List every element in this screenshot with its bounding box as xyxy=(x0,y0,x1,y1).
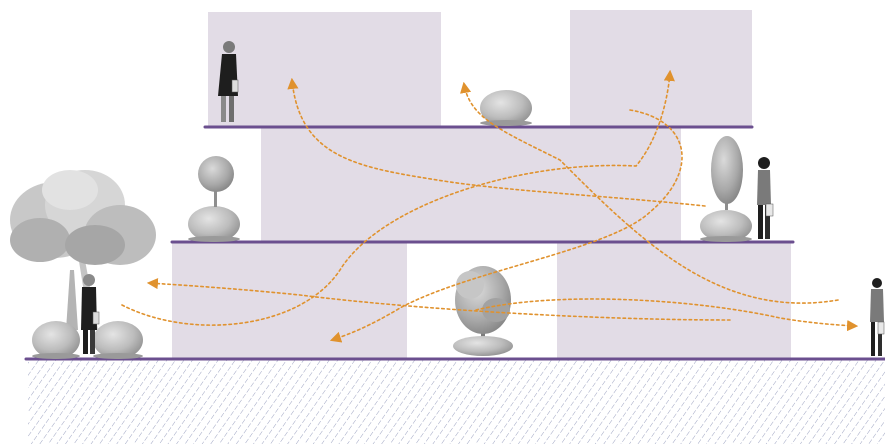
movement-paths xyxy=(121,69,859,343)
shrub-icon xyxy=(700,210,752,242)
path-arrow xyxy=(329,109,683,343)
tree-icon xyxy=(198,156,234,207)
tree-icon xyxy=(711,136,743,210)
path-arrow xyxy=(146,277,731,321)
person-icon xyxy=(81,274,100,354)
shrub-icon xyxy=(93,321,143,359)
lower-left-panel xyxy=(172,242,407,359)
person-icon xyxy=(757,157,774,239)
terrace-panels xyxy=(172,10,791,359)
upper-left-panel xyxy=(208,12,441,127)
person-icon xyxy=(870,278,885,356)
tree-icon xyxy=(453,266,513,356)
path-arrow xyxy=(460,81,839,304)
path-arrow xyxy=(475,298,859,332)
canopy-tree-icon xyxy=(10,170,156,330)
path-arrow xyxy=(287,77,706,207)
terrace-levels xyxy=(24,125,885,361)
shrub-icon xyxy=(480,90,532,126)
person-icon xyxy=(218,41,239,122)
path-arrow xyxy=(121,69,675,326)
lower-right-panel xyxy=(557,242,791,359)
shrub-icon xyxy=(32,321,80,359)
ground-soil xyxy=(28,360,885,444)
upper-right-panel xyxy=(570,10,752,127)
shrub-icon xyxy=(188,206,240,242)
middle-panel xyxy=(261,128,681,241)
